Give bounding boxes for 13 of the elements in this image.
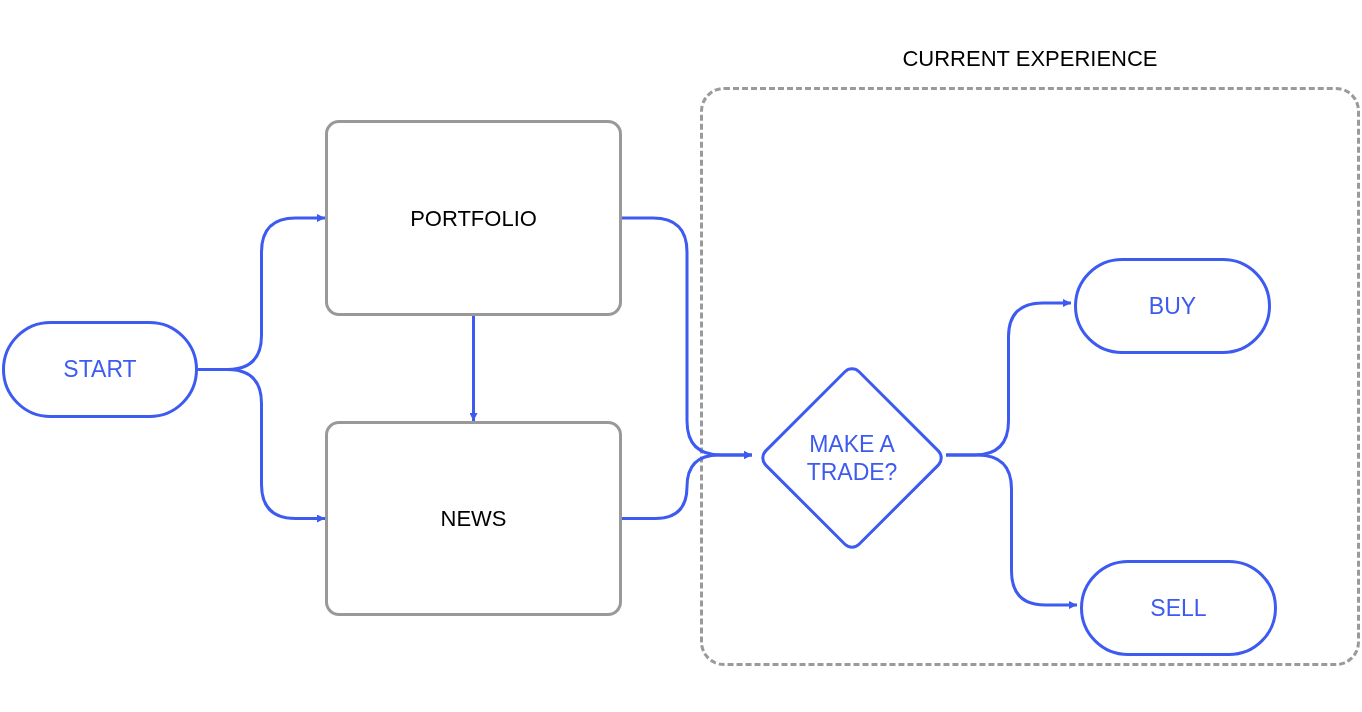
arrow	[622, 451, 752, 520]
node-label: PORTFOLIO	[410, 204, 537, 233]
process-box	[325, 120, 622, 316]
arrow	[198, 368, 325, 523]
node-label: NEWS	[440, 505, 507, 533]
node-label: BUY	[1148, 291, 1197, 321]
node-label: SELL	[1150, 593, 1207, 623]
arrow	[946, 453, 1077, 609]
process-box	[325, 421, 622, 616]
arrow	[469, 316, 478, 421]
node-label: START	[63, 355, 137, 385]
group-title: CURRENT EXPERIENCE	[902, 45, 1158, 73]
node-label: MAKE A TRADE?	[805, 430, 899, 486]
